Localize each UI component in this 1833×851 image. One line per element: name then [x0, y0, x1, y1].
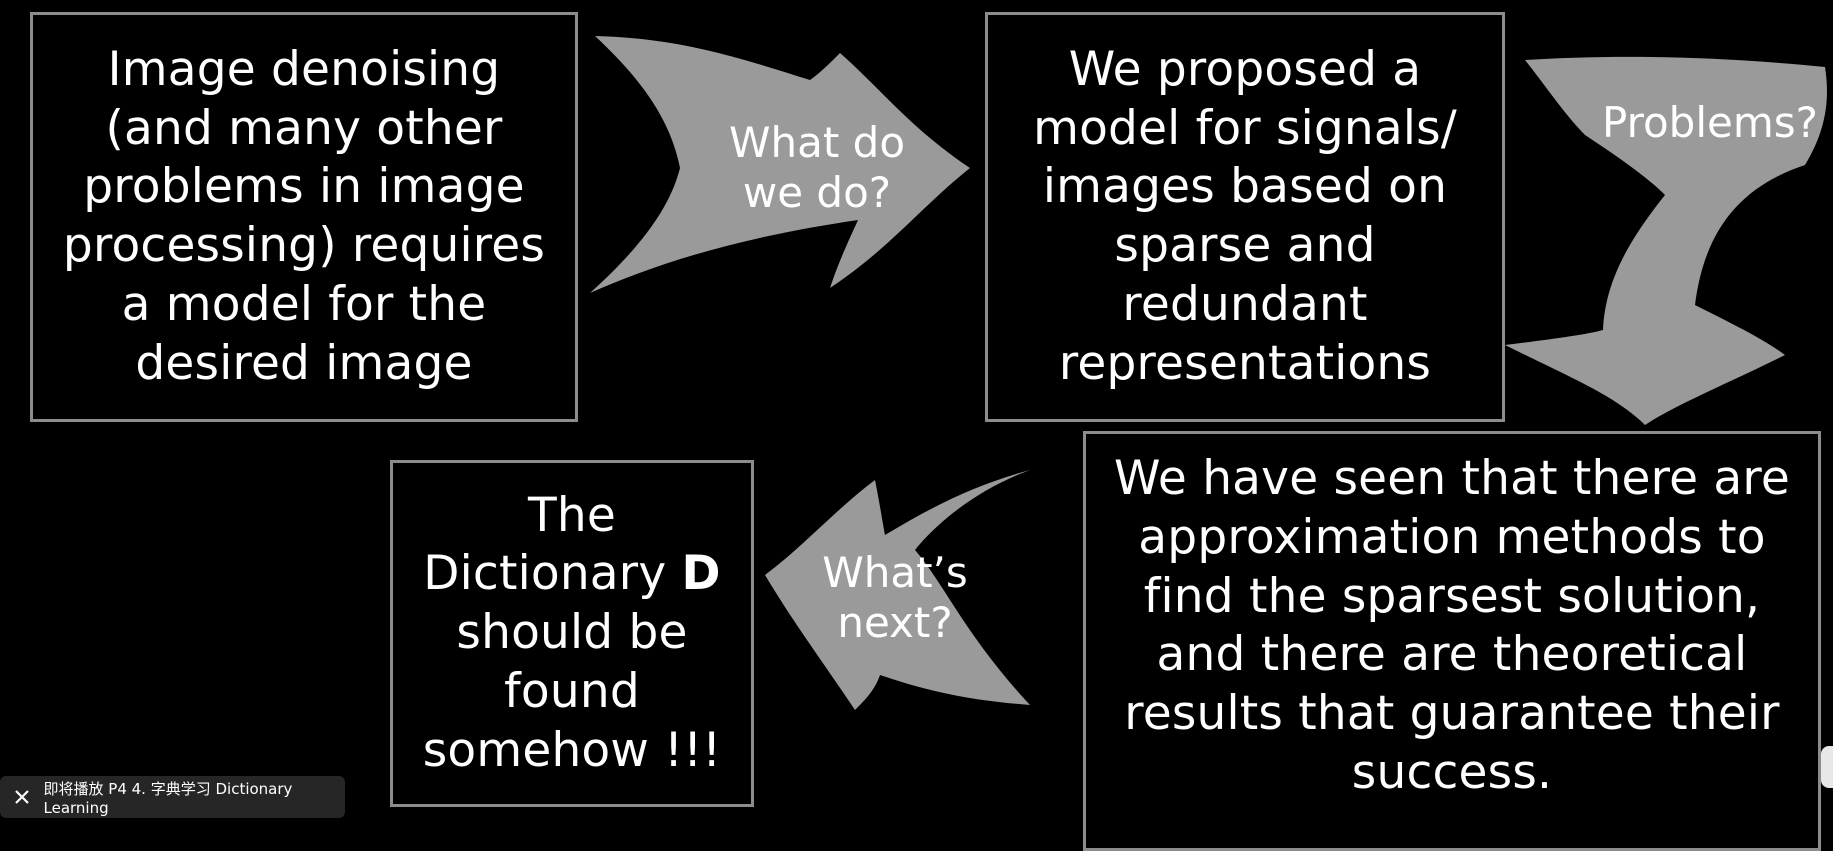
dictionary-line-2: Dictionary D [423, 545, 720, 604]
dictionary-line-3: should be [456, 605, 688, 661]
arrow-label-whats-next: What’s next? [822, 548, 968, 648]
box-dictionary: The Dictionary D should be found somehow… [390, 460, 754, 807]
box-image-denoising: Image denoising (and many other problems… [30, 12, 578, 422]
up-next-toast[interactable]: 即将播放 P4 4. 字典学习 Dictionary Learning [0, 776, 345, 818]
box-proposed-model: We proposed a model for signals/ images … [985, 12, 1505, 422]
dictionary-symbol-d: D [681, 546, 721, 602]
arrow-label-what-do-we-do: What do we do? [728, 118, 906, 218]
arrow-what-do-we-do [590, 36, 970, 293]
arrow-problems [1505, 56, 1827, 425]
box-approximation-methods: We have seen that there are approximatio… [1083, 431, 1821, 851]
side-panel-tab[interactable] [1821, 746, 1833, 788]
arrow-whats-next [765, 470, 1030, 710]
dictionary-word: Dictionary [423, 546, 682, 602]
dictionary-line-4: found [504, 663, 640, 719]
dictionary-line-5: somehow !!! [422, 722, 722, 778]
dictionary-line-1: The [527, 487, 616, 543]
close-icon [14, 790, 29, 804]
up-next-text: 即将播放 P4 4. 字典学习 Dictionary Learning [43, 779, 293, 817]
close-button[interactable] [0, 776, 44, 818]
arrow-label-problems: Problems? [1602, 98, 1818, 147]
